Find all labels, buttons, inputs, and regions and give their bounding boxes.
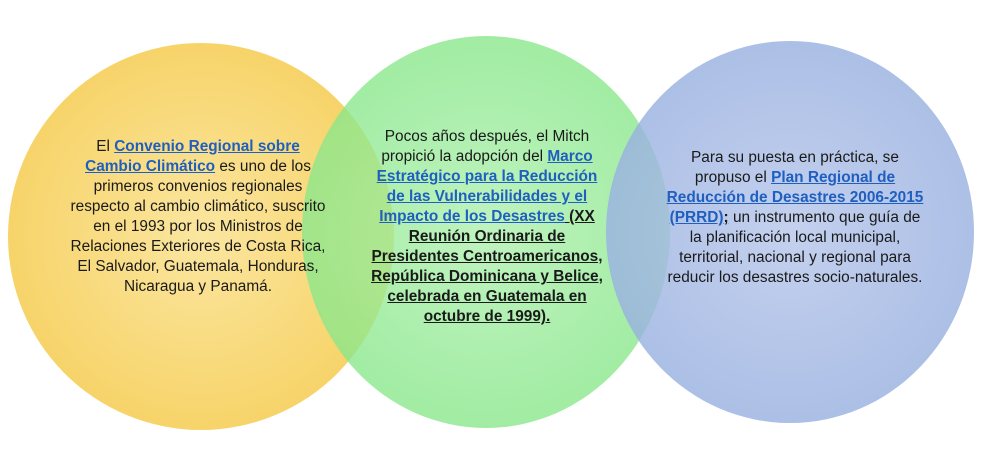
link-convenio-regional[interactable]: Convenio Regional sobre Cambio Climático xyxy=(85,138,300,175)
text-plan: Para su puesta en práctica, se propuso e… xyxy=(664,148,926,288)
link-plan-regional[interactable]: Plan Regional de Reducción de Desastres … xyxy=(666,169,924,226)
text-marco-pre: Pocos años después, el Mitch propició la… xyxy=(381,128,590,165)
circle-plan xyxy=(606,41,974,423)
link-marco-estrategico[interactable]: Marco Estratégico para la Reducción de l… xyxy=(376,148,598,225)
text-plan-semicolon: ; xyxy=(723,209,729,226)
text-convenio-pre: El xyxy=(96,138,115,155)
text-convenio-post: es uno de los primeros convenios regiona… xyxy=(70,158,326,295)
text-plan-post: un instrumento que guía de la planificac… xyxy=(667,209,923,286)
text-marco-reunion: (XX Reunión Ordinaria de Presidentes Cen… xyxy=(371,208,603,325)
text-marco: Pocos años después, el Mitch propició la… xyxy=(368,127,606,327)
text-plan-pre: Para su puesta en práctica, se propuso e… xyxy=(691,149,899,186)
text-convenio: El Convenio Regional sobre Cambio Climát… xyxy=(68,137,328,297)
